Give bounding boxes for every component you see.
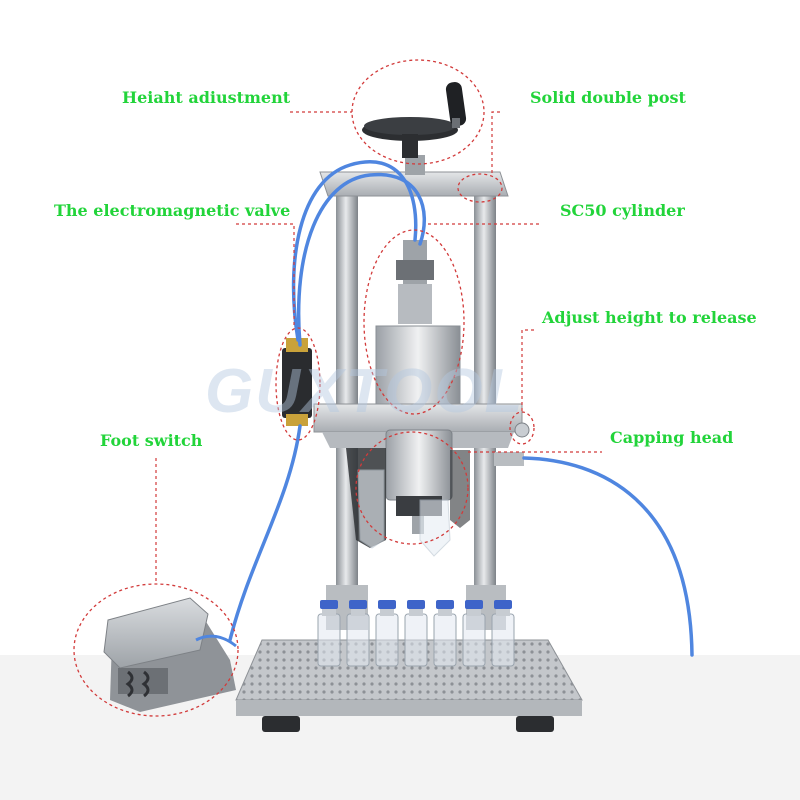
vial: [491, 600, 515, 667]
watermark: GUXTOOL: [205, 357, 525, 426]
right-post: [474, 190, 496, 610]
callout-foot-switch: [73, 583, 239, 717]
label-height-adjustment: Heiaht adiustment: [122, 88, 291, 107]
air-tubes: [228, 160, 694, 657]
callout-ellipses: [73, 59, 535, 717]
label-capping-head: Capping head: [610, 428, 734, 447]
callout-knob: [509, 411, 535, 445]
release-adjust-knob: [514, 422, 530, 438]
callout-valve: [275, 327, 321, 441]
vial: [433, 600, 457, 667]
callout-post: [457, 173, 503, 203]
label-sc50-cylinder: SC50 cylinder: [560, 201, 685, 220]
air-fitting: [494, 452, 524, 466]
callout-capping-head: [355, 431, 469, 545]
label-electromagnetic-valve: The electromagnetic valve: [54, 201, 291, 220]
cylinder-fitting: [396, 240, 434, 324]
vial: [346, 600, 370, 667]
capping-head: [346, 429, 470, 557]
label-foot-switch: Foot switch: [100, 431, 203, 450]
vial-row: [317, 600, 515, 667]
leader-lines: [155, 111, 602, 584]
vial: [462, 600, 486, 667]
vial: [404, 600, 428, 667]
callout-handwheel: [351, 59, 485, 165]
electromagnetic-valve: [282, 338, 312, 426]
vial: [317, 600, 341, 667]
foot-switch-pedal: [103, 597, 237, 712]
callout-cylinder: [363, 229, 465, 415]
handwheel: [362, 82, 467, 158]
sc50-cylinder-body: [375, 325, 461, 417]
label-solid-double-post: Solid double post: [530, 88, 686, 107]
label-adjust-height: Adjust height to release: [542, 308, 757, 327]
vial: [375, 600, 399, 667]
top-bar: [319, 155, 509, 197]
